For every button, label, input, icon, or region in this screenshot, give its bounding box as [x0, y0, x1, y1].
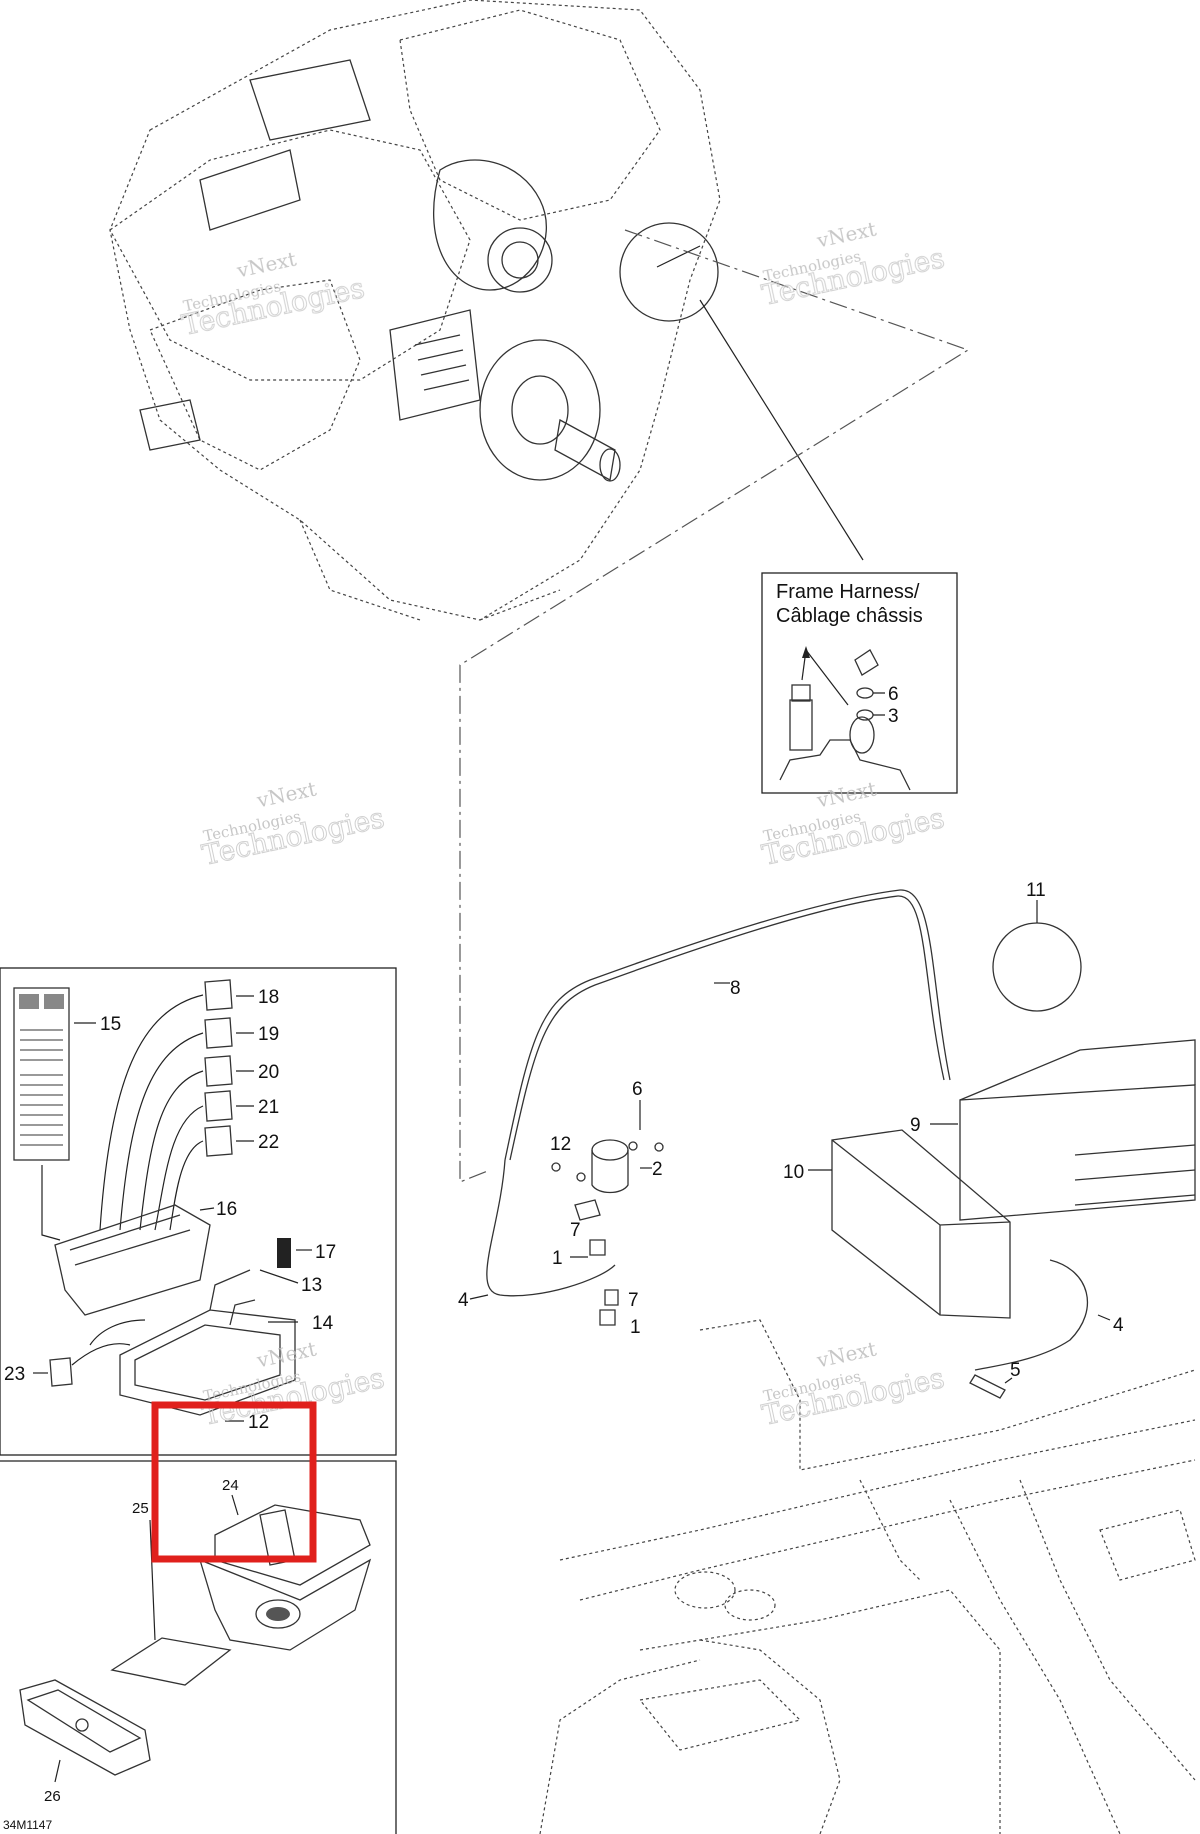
callout-5: 5 [1010, 1360, 1021, 1381]
frame-harness-inset: Frame Harness/ Câblage châssis 6 3 [761, 572, 958, 794]
callout-12-right: 12 [550, 1134, 571, 1155]
callout-4-left: 4 [458, 1290, 469, 1311]
engine-drawing [109, 0, 721, 621]
svg-text:vNext: vNext [814, 1336, 879, 1372]
highlight-box [151, 1401, 317, 1563]
callout-21: 21 [258, 1097, 279, 1118]
callout-4-right: 4 [1113, 1315, 1124, 1336]
callout-18: 18 [258, 987, 279, 1008]
inset-title-line2: Câblage châssis [776, 605, 923, 627]
vehicle-frame [539, 1319, 1196, 1834]
callout-2: 2 [652, 1159, 663, 1180]
svg-text:vNext: vNext [254, 776, 319, 812]
callout-25: 25 [132, 1500, 149, 1517]
svg-text:vNext: vNext [814, 216, 879, 252]
detail-callout [459, 222, 970, 1183]
lower-parts-panel: 24 25 26 [0, 1460, 397, 1834]
svg-text:vNext: vNext [254, 1336, 319, 1372]
callout-7-lower: 7 [628, 1290, 639, 1311]
callout-20: 20 [258, 1062, 279, 1083]
inset-title-line1: Frame Harness/ [776, 581, 920, 603]
inset-callout-3: 3 [888, 706, 899, 727]
callout-6: 6 [632, 1079, 643, 1100]
drawing-code: 34M1147 [3, 1818, 52, 1832]
callout-16: 16 [216, 1199, 237, 1220]
callout-7-upper: 7 [570, 1220, 581, 1241]
callout-10: 10 [783, 1162, 804, 1183]
callout-11: 11 [1026, 880, 1046, 901]
fuse-box-panel: 15 18 19 20 21 22 16 17 [0, 967, 397, 1456]
callout-13: 13 [301, 1275, 322, 1296]
battery-area: 8 11 9 10 4 2 6 12 7 1 [458, 880, 1196, 1399]
callout-23: 23 [4, 1364, 25, 1385]
callout-17: 17 [315, 1242, 336, 1263]
callout-9: 9 [910, 1115, 921, 1136]
callout-12-left: 12 [248, 1412, 269, 1433]
inset-callout-6: 6 [888, 684, 899, 705]
callout-22: 22 [258, 1132, 279, 1153]
callout-26: 26 [44, 1788, 61, 1805]
callout-14: 14 [312, 1313, 334, 1334]
callout-1-upper: 1 [552, 1248, 563, 1269]
svg-text:vNext: vNext [234, 246, 299, 282]
fuses-18-22: 18 19 20 21 22 [99, 979, 279, 1231]
callout-1-lower: 1 [630, 1317, 641, 1338]
callout-24: 24 [222, 1477, 239, 1494]
callout-15: 15 [100, 1014, 121, 1035]
callout-8: 8 [730, 978, 741, 999]
callout-19: 19 [258, 1024, 279, 1045]
